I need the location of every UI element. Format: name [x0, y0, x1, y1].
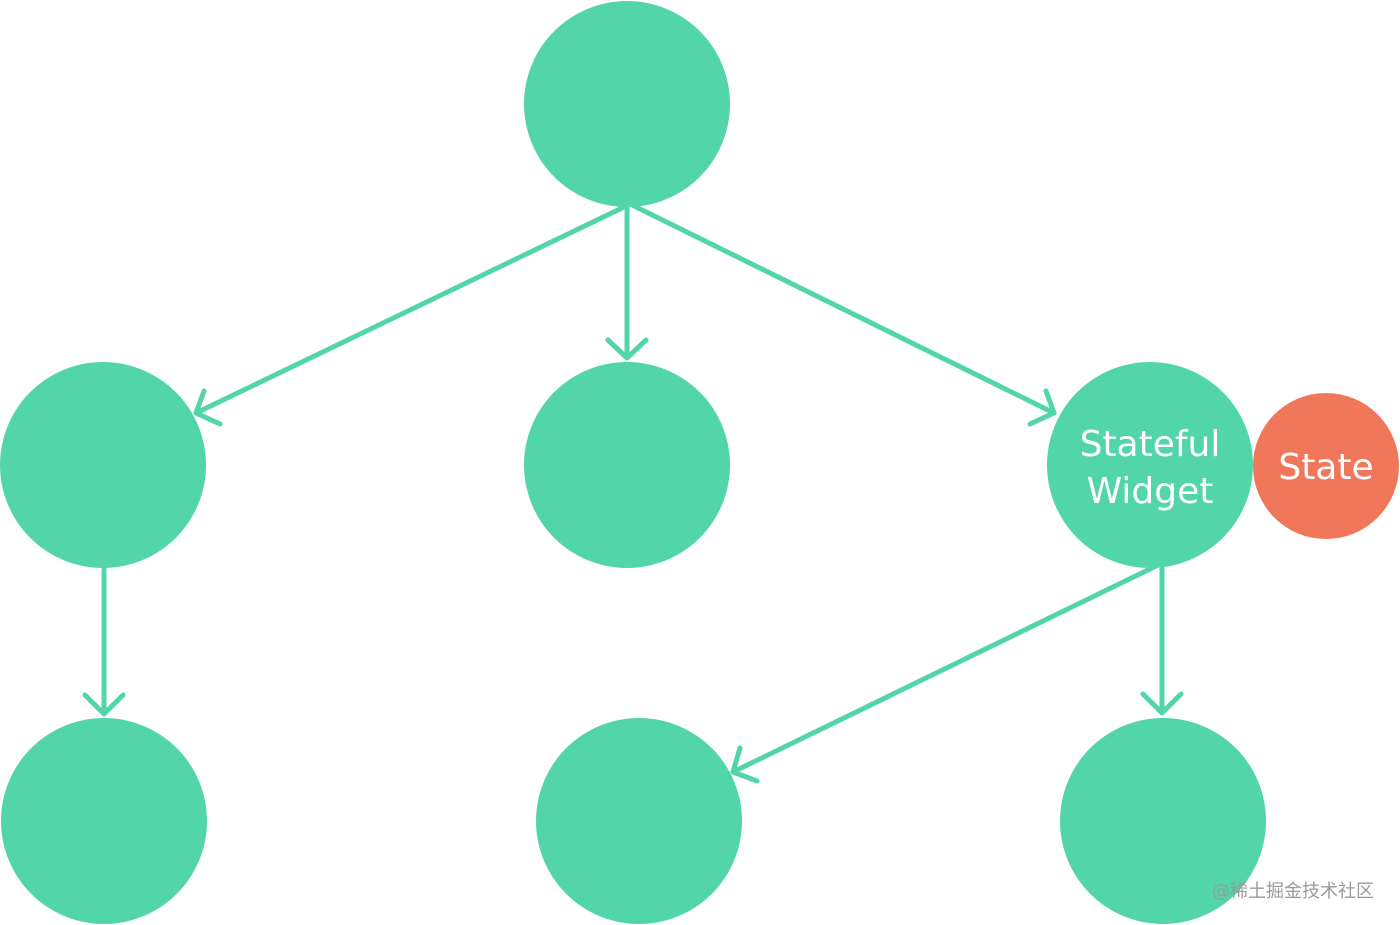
state-label: State [1278, 447, 1373, 488]
child-middle-node [524, 362, 730, 568]
edge-root-to-stateful-widget [631, 203, 1057, 427]
edge-stateful-to-grandchild-right [1140, 565, 1184, 716]
stateful-widget-label-line1: Stateful [1080, 424, 1221, 465]
child-left-node [0, 362, 206, 568]
edge-root-to-child-middle [605, 205, 649, 361]
edge-child-left-to-grandchild-left [82, 565, 126, 717]
state-node: State [1253, 393, 1399, 539]
watermark: @稀土掘金技术社区 [1212, 881, 1374, 902]
edge-root-to-child-left [193, 205, 625, 427]
stateful-widget-node: Stateful Widget [1047, 362, 1253, 568]
edges [82, 203, 1184, 784]
stateful-widget-label-line2: Widget [1087, 471, 1214, 512]
grandchild-middle-node [536, 718, 742, 924]
grandchild-right-node [1060, 718, 1266, 924]
root-node [524, 1, 730, 207]
grandchild-left-node [1, 718, 207, 924]
edge-stateful-to-grandchild-middle [730, 563, 1159, 784]
